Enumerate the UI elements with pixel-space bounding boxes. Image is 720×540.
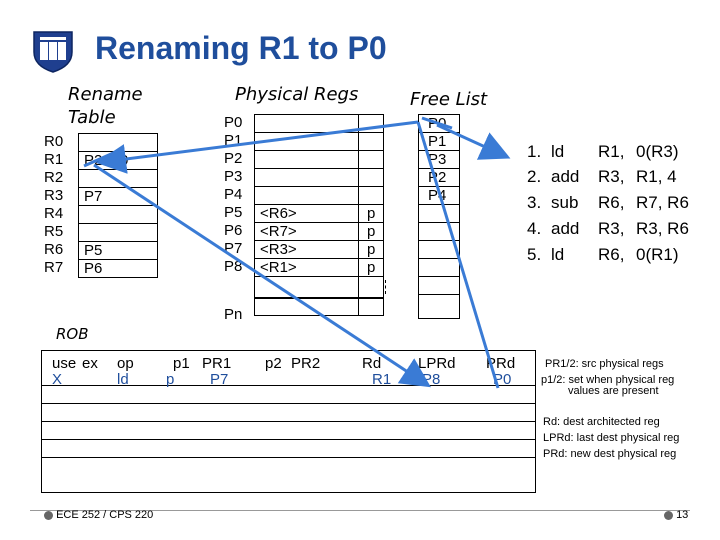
free-list-entry: P1	[428, 133, 447, 150]
note-line: values are present	[568, 385, 659, 397]
note-line: LPRd: last dest physical reg	[543, 432, 680, 444]
instr-num: 1.	[527, 142, 542, 161]
instr-num: 2.	[527, 167, 542, 186]
instr-op: ld	[551, 142, 565, 161]
preg-label: P5	[224, 204, 243, 221]
preg-value-p5: <R6>	[260, 205, 297, 222]
reg-label: R4	[44, 205, 64, 222]
free-list-entry: P3	[428, 151, 447, 168]
instr-num: 5.	[527, 245, 542, 264]
preg-value-p7: <R3>	[260, 241, 297, 258]
rob-header-op: op	[117, 355, 134, 372]
rob-row-use: X	[52, 371, 63, 388]
preg-label: P3	[224, 168, 243, 185]
slide-title: Renaming R1 to P0	[95, 30, 387, 66]
bullet-icon	[44, 510, 53, 520]
instr-num: 4.	[527, 219, 542, 238]
rob-row-op: ld	[117, 371, 129, 388]
preg-value-p8: <R1>	[260, 259, 297, 276]
preg-present-p8: p	[367, 259, 376, 276]
note-line: PR1/2: src physical regs	[545, 358, 664, 370]
instr-src: 0(R3)	[636, 142, 679, 161]
instr-dest: R1,	[598, 142, 625, 161]
footer-page: 13	[664, 509, 688, 521]
footer-rule	[30, 510, 690, 511]
rename-entry-r3: P7	[84, 188, 103, 205]
instr-src: R7, R6	[636, 193, 689, 212]
instr-dest: R3,	[598, 167, 625, 186]
rob-header-ex: ex	[82, 355, 98, 372]
instr-num: 3.	[527, 193, 542, 212]
rename-table-header-2: Table	[68, 107, 116, 128]
rename-to-lprd-arrow	[93, 163, 432, 388]
instr-src: 0(R1)	[636, 245, 679, 264]
rob-header-rd: Rd	[362, 355, 382, 372]
preg-label: P2	[224, 150, 243, 167]
note-line: Rd: dest architected reg	[543, 416, 660, 428]
instr-op: sub	[551, 193, 579, 212]
preg-label: P8	[224, 258, 243, 275]
instr-dest: R3,	[598, 219, 625, 238]
preg-label: P6	[224, 222, 243, 239]
rob-label: ROB	[56, 325, 89, 343]
rob-header-p1: p1	[173, 355, 190, 372]
free-list-header: Free List	[410, 89, 488, 110]
rename-entry-r6: P5	[84, 242, 103, 259]
university-logo	[30, 28, 76, 74]
rob-header-p2: p2	[265, 355, 282, 372]
instr-dest: R6,	[598, 193, 625, 212]
note-line: PRd: new dest physical reg	[543, 448, 677, 460]
reg-label: R3	[44, 187, 64, 204]
rename-table-header-1: Rename	[68, 84, 143, 105]
reg-label: R2	[44, 169, 64, 186]
free-list-box	[418, 114, 460, 319]
preg-pn-label: Pn	[224, 306, 243, 323]
reg-label: R5	[44, 223, 64, 240]
strike-p2-line	[83, 148, 121, 168]
preg-value-p6: <R7>	[260, 223, 297, 240]
rob-row-pr1: P7	[210, 371, 229, 388]
preg-present-p5: p	[367, 205, 376, 222]
rename-entry-r7: P6	[84, 260, 103, 277]
rob-header-pr1: PR1	[202, 355, 232, 372]
instr-op: add	[551, 167, 580, 186]
footer-page-number: 13	[676, 509, 689, 521]
freelist-to-rename-arrow	[96, 120, 419, 174]
preg-label: P4	[224, 186, 243, 203]
bullet-icon	[664, 510, 673, 520]
rob-row-rd: R1	[372, 371, 392, 388]
instr-src: R1, 4	[636, 167, 677, 186]
instr-dest: R6,	[598, 245, 625, 264]
preg-label: P0	[224, 114, 243, 131]
physical-regs-header: Physical Regs	[235, 84, 359, 105]
preg-present-p7: p	[367, 241, 376, 258]
prd-to-freelist-arrow	[416, 121, 500, 389]
instr-op: add	[551, 219, 580, 238]
rob-row-p1: p	[166, 371, 175, 388]
instr-src: R3, R6	[636, 219, 689, 238]
rob-header-use: use	[52, 355, 77, 372]
rob-header-pr2: PR2	[291, 355, 321, 372]
footer-course: ECE 252 / CPS 220	[44, 509, 153, 521]
instr-op: ld	[551, 245, 565, 264]
freelist-to-instr-arrow	[436, 123, 511, 160]
note-line: p1/2: set when physical reg	[541, 374, 675, 386]
reg-label: R0	[44, 133, 64, 150]
reg-label: R7	[44, 259, 64, 276]
footer-course-text: ECE 252 / CPS 220	[56, 509, 154, 521]
preg-present-p6: p	[367, 223, 376, 240]
physical-regs-box	[254, 114, 384, 298]
strike-freelist-p0	[421, 116, 453, 130]
reg-label: R6	[44, 241, 64, 258]
preg-pn-row	[254, 298, 384, 316]
reg-label: R1	[44, 151, 64, 168]
